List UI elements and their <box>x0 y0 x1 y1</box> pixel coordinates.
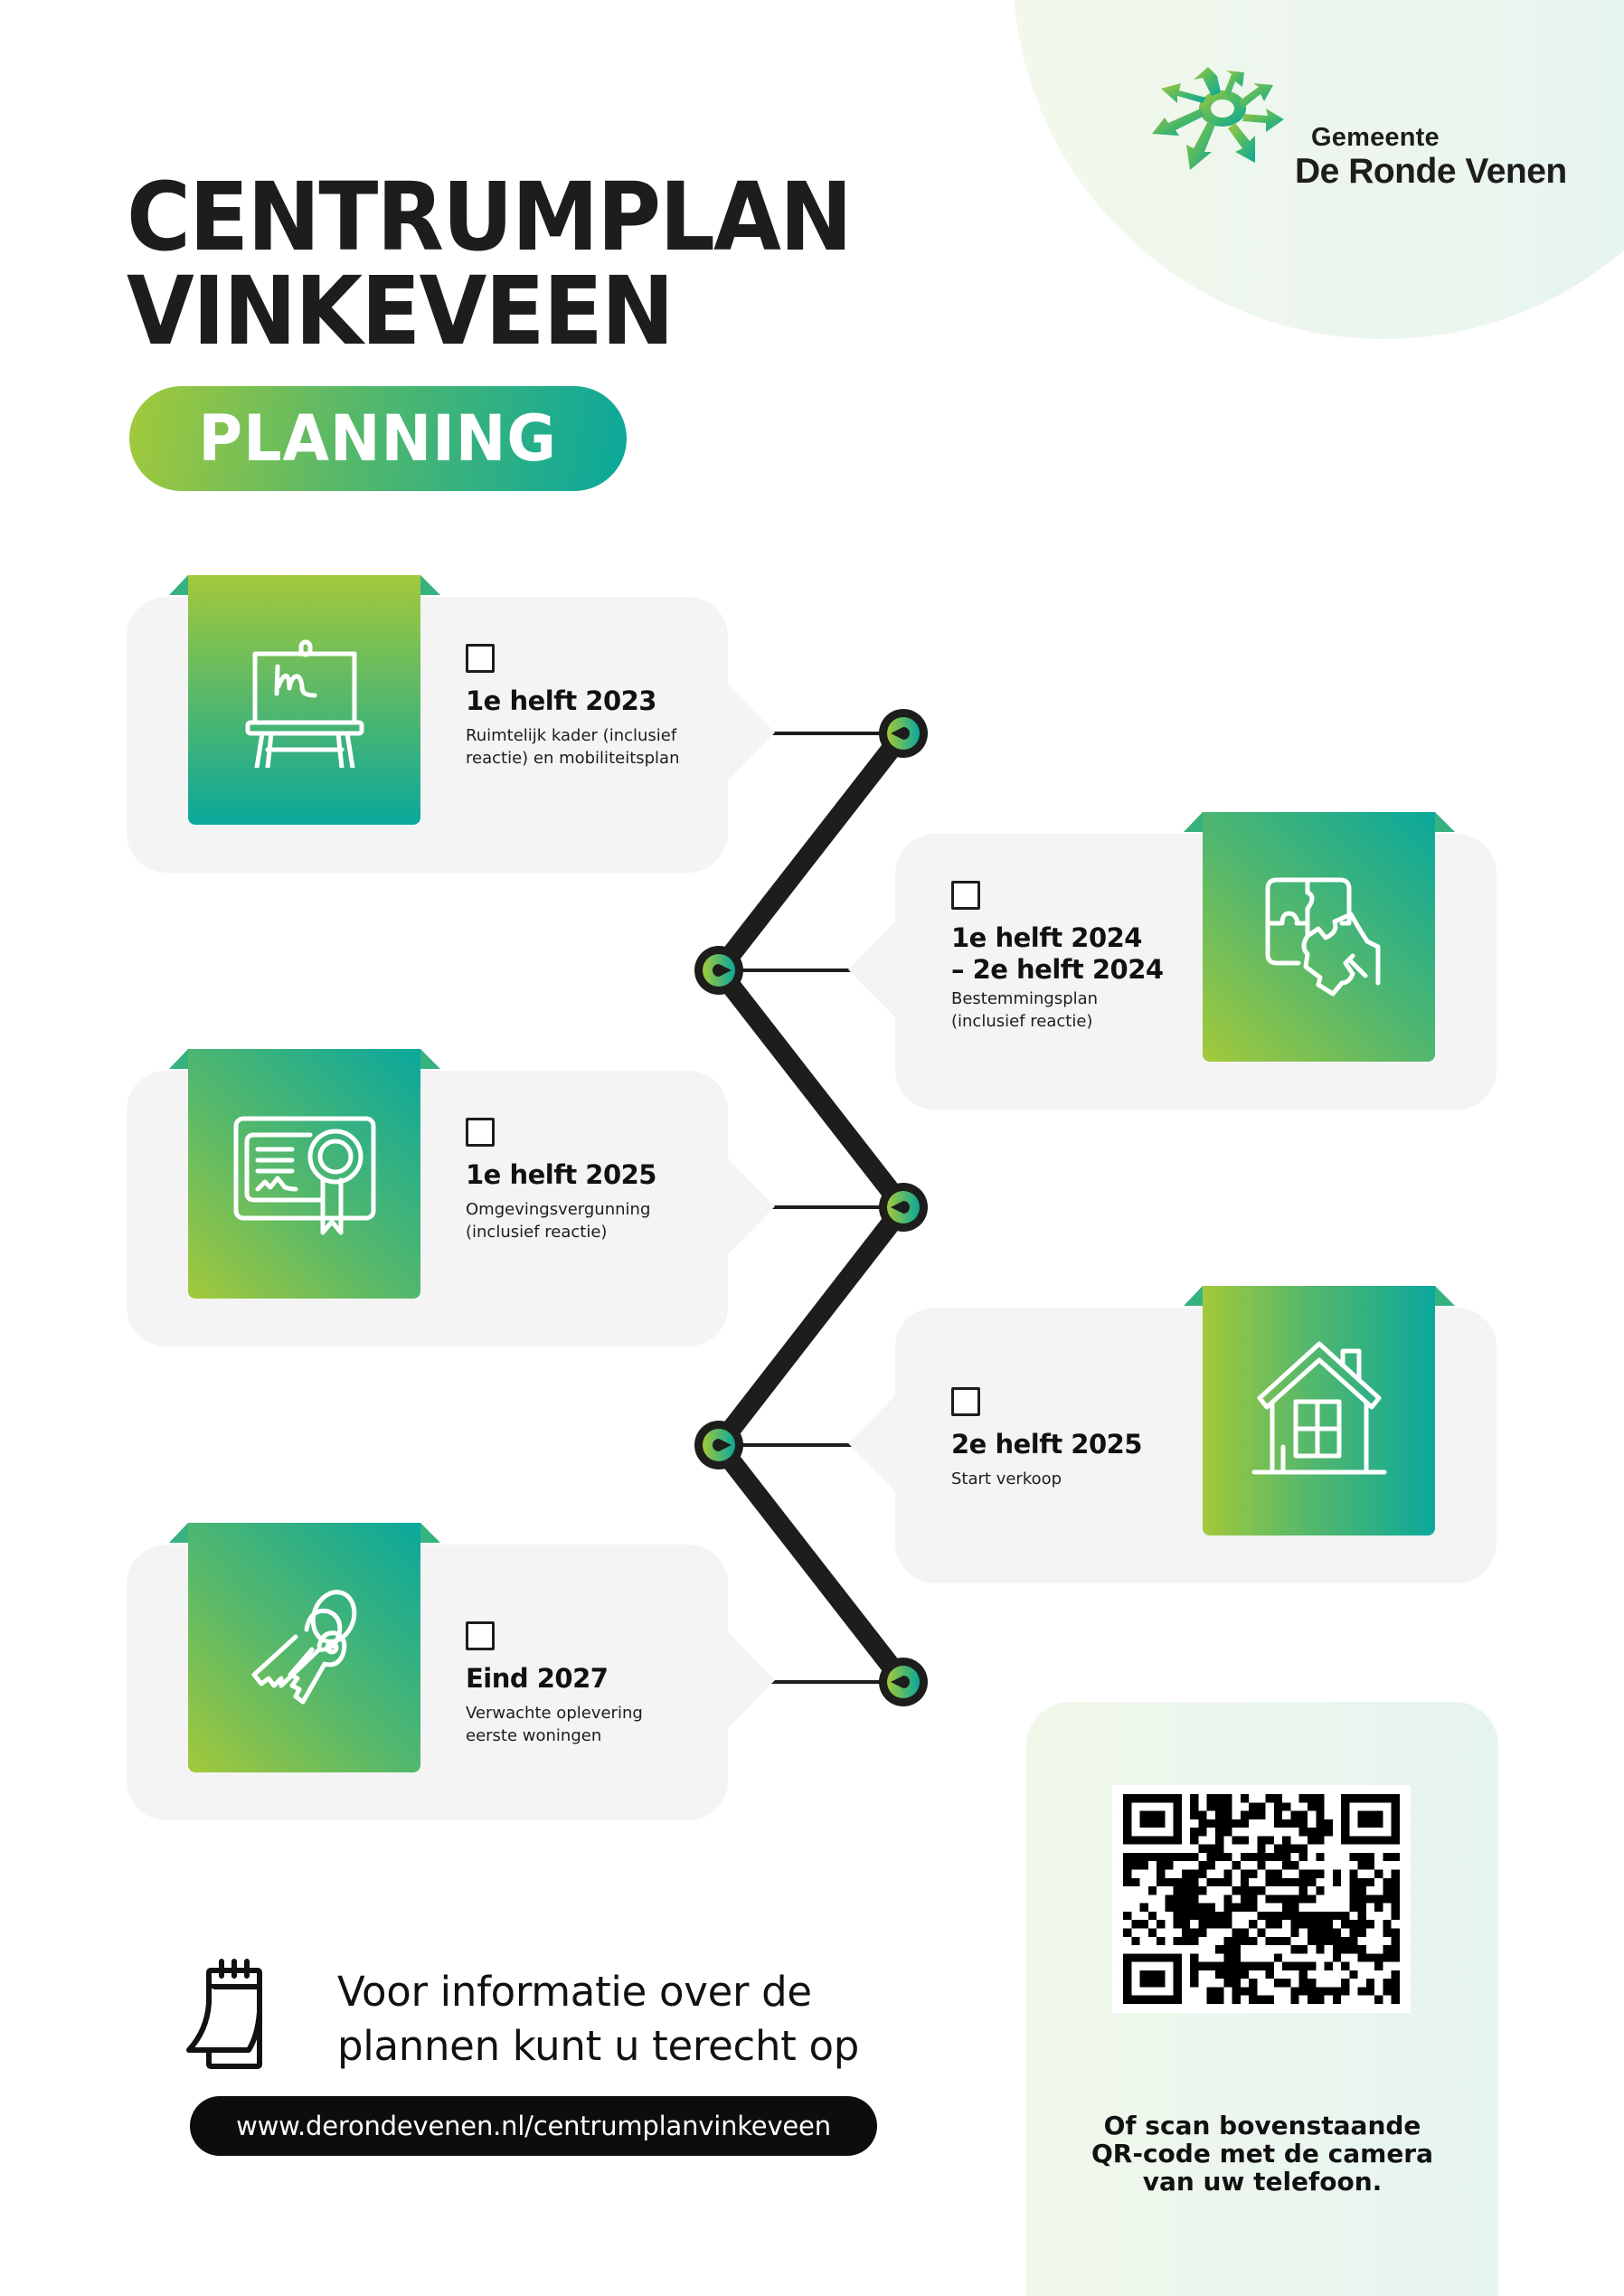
timeline-card-2025-h1: 1e helft 2025 Omgevingsvergunning (inclu… <box>127 1049 775 1346</box>
card-date: 1e helft 2023 <box>466 685 657 716</box>
card-icon-tab <box>1203 812 1435 1062</box>
timeline-card-2025-h2: 2e helft 2025 Start verkoop <box>848 1286 1497 1583</box>
card-icon-tab <box>188 1049 420 1299</box>
municipality-logo[interactable]: Gemeente De Ronde Venen <box>1148 65 1567 192</box>
card-description: Verwachte oplevering eerste woningen <box>466 1704 643 1745</box>
status-checkbox[interactable] <box>466 644 495 673</box>
timeline-card-2024: 1e helft 2024 – 2e helft 2024 Bestemming… <box>848 812 1497 1110</box>
card-date-line2: – 2e helft 2024 <box>951 954 1164 985</box>
certificate-icon <box>233 1116 375 1235</box>
status-checkbox[interactable] <box>951 881 980 910</box>
planning-badge-label: PLANNING <box>198 402 558 476</box>
calendar-icon <box>186 1959 262 2069</box>
website-link[interactable]: www.derondevenen.nl/centrumplanvinkeveen <box>190 2096 877 2156</box>
card-icon-tab <box>188 575 420 825</box>
qr-code[interactable] <box>1112 1785 1411 2013</box>
card-description: Start verkoop <box>951 1469 1062 1488</box>
house-icon <box>1251 1341 1386 1475</box>
title-line-1: CENTRUMPLAN <box>127 162 853 272</box>
card-date: 1e helft 2025 <box>466 1159 657 1190</box>
timeline-card-2023: 1e helft 2023 Ruimtelijk kader (inclusie… <box>127 575 775 873</box>
info-text: Voor informatie over de plannen kunt u t… <box>337 1965 859 2074</box>
card-text: 1e helft 2024 – 2e helft 2024 Bestemming… <box>951 881 1223 1033</box>
easel-presentation-icon <box>245 639 364 768</box>
status-checkbox[interactable] <box>466 1621 495 1650</box>
star-arrows-logo-icon <box>1152 67 1284 170</box>
card-description: Ruimtelijk kader (inclusief reactie) en … <box>466 726 680 768</box>
title-line-2: VINKEVEEN <box>127 256 675 366</box>
card-icon-tab <box>1203 1286 1435 1535</box>
website-url[interactable]: www.derondevenen.nl/centrumplanvinkeveen <box>236 2111 831 2141</box>
card-text: 1e helft 2023 Ruimtelijk kader (inclusie… <box>466 644 737 770</box>
info-line-1: Voor informatie over de <box>337 1968 812 2016</box>
status-checkbox[interactable] <box>466 1118 495 1147</box>
card-icon-tab <box>188 1523 420 1772</box>
keys-icon <box>251 1590 356 1705</box>
card-date: Eind 2027 <box>466 1663 609 1694</box>
card-text: Eind 2027 Verwachte oplevering eerste wo… <box>466 1621 737 1747</box>
page-title: CENTRUMPLAN VINKEVEEN <box>127 162 853 366</box>
planning-badge: PLANNING <box>129 386 627 491</box>
card-description: Omgevingsvergunning (inclusief reactie) <box>466 1200 651 1242</box>
card-text: 1e helft 2025 Omgevingsvergunning (inclu… <box>466 1118 737 1243</box>
status-checkbox[interactable] <box>951 1387 980 1416</box>
logo-text-gemeente: Gemeente <box>1311 123 1440 152</box>
card-date: 2e helft 2025 <box>951 1429 1143 1460</box>
qr-caption: Of scan bovenstaande QR-code met de came… <box>1091 2111 1434 2197</box>
puzzle-hand-icon <box>1265 877 1380 997</box>
card-description: Bestemmingsplan (inclusief reactie) <box>951 989 1099 1031</box>
card-text: 2e helft 2025 Start verkoop <box>951 1387 1223 1490</box>
card-date: 1e helft 2024 <box>951 922 1143 953</box>
logo-text-name: De Ronde Venen <box>1295 152 1567 191</box>
qr-code-pattern <box>1123 1794 1400 2004</box>
qr-panel: Of scan bovenstaande QR-code met de came… <box>1026 1702 1498 2296</box>
info-line-2: plannen kunt u terecht op <box>337 2022 860 2070</box>
timeline-card-2027: Eind 2027 Verwachte oplevering eerste wo… <box>127 1523 775 1820</box>
